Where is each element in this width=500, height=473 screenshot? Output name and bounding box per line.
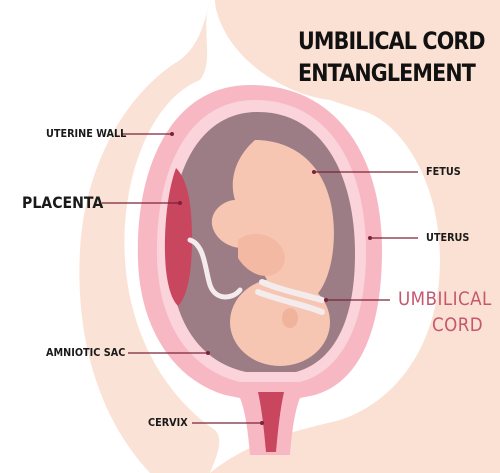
dot-uterine-wall <box>170 132 174 136</box>
label-umbilical-cord-line2: CORD <box>432 314 484 336</box>
body-silhouette <box>210 0 500 473</box>
fetus-ear <box>282 308 298 328</box>
label-placenta: PLACENTA <box>22 193 104 212</box>
dot-fetus <box>312 170 316 174</box>
umbilical-cord-wrap <box>255 279 325 315</box>
dot-uterus <box>368 236 372 240</box>
label-uterus: UTERUS <box>426 231 470 244</box>
umbilical-cord-strand <box>187 237 243 300</box>
fetus-limb <box>238 233 285 276</box>
label-amniotic-sac: AMNIOTIC SAC <box>46 346 126 359</box>
title-line-1: UMBILICAL CORD <box>298 27 486 55</box>
title-line-2: ENTANGLEMENT <box>298 59 476 87</box>
cervix-shape <box>258 392 284 452</box>
dot-cervix <box>260 421 264 425</box>
label-uterine-wall: UTERINE WALL <box>46 127 127 140</box>
label-cervix: CERVIX <box>148 416 188 429</box>
dot-amniotic-sac <box>206 351 210 355</box>
leader-lines <box>102 133 418 424</box>
belly-contour <box>79 0 220 473</box>
label-fetus: FETUS <box>426 165 461 178</box>
fetus-body <box>211 140 334 301</box>
leader-dots <box>170 132 372 425</box>
fetus-head <box>230 278 330 366</box>
label-umbilical-cord-line1: UMBILICAL <box>398 288 492 310</box>
dot-placenta <box>178 201 182 205</box>
dot-umbilical-cord <box>324 298 328 302</box>
